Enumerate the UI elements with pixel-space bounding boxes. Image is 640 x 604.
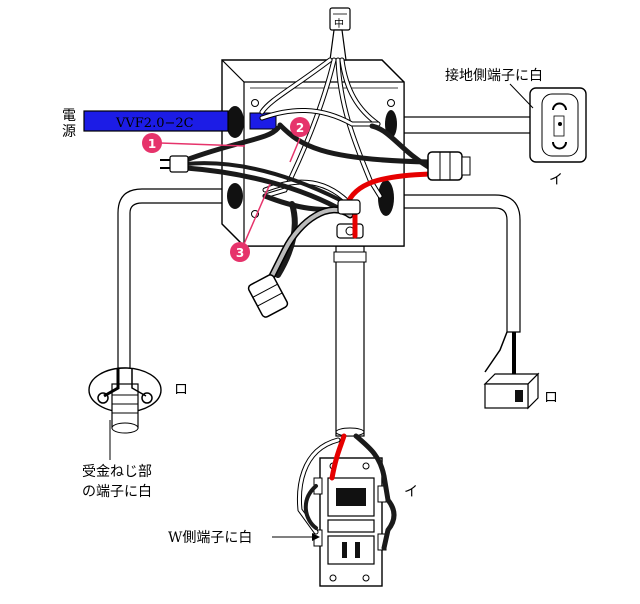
wire-connector-right bbox=[427, 151, 471, 181]
power-cable-sheath bbox=[83, 110, 229, 132]
pilot-mark: ロ bbox=[544, 390, 558, 406]
w-terminal-arrowhead bbox=[312, 533, 320, 541]
wire-connector-left bbox=[247, 274, 289, 318]
grounded-outlet bbox=[529, 87, 587, 163]
pipe-to-pilot bbox=[396, 194, 521, 333]
top-conduit: 中 bbox=[329, 7, 351, 61]
w-terminal-label: W側端子に白 bbox=[168, 530, 252, 546]
outlet-mark: イ bbox=[549, 172, 563, 188]
knockout-left-upper bbox=[226, 106, 244, 138]
power-cable: VVF2.0−2C 電 源 bbox=[62, 108, 277, 140]
wires-black bbox=[183, 122, 433, 278]
marker-2-circle bbox=[290, 117, 310, 137]
knockout-left-lower bbox=[227, 183, 243, 209]
ground-terminal-arrow bbox=[509, 83, 534, 109]
marker-3-number: 3 bbox=[236, 246, 244, 260]
crimp-sleeve-center bbox=[337, 199, 361, 215]
crimp-sleeve bbox=[160, 155, 189, 173]
top-conduit-label: 中 bbox=[334, 17, 344, 30]
marker-1-number: 1 bbox=[148, 137, 156, 151]
lamp-mark: ロ bbox=[174, 382, 188, 398]
marker-1: 1 bbox=[142, 133, 246, 153]
marker-1-circle bbox=[142, 133, 162, 153]
cable-type-label: VVF2.0−2C bbox=[115, 116, 194, 131]
switch-mark: イ bbox=[404, 484, 418, 500]
pipe-to-outlet bbox=[397, 116, 533, 134]
switch-plate bbox=[313, 457, 387, 587]
pilot-lamp bbox=[483, 331, 540, 410]
pipe-to-lamp bbox=[117, 188, 226, 369]
receptacle-label-line1: 受金ねじ部 bbox=[82, 464, 152, 480]
lamp-receptacle bbox=[88, 367, 162, 434]
marker-3: 3 bbox=[230, 183, 271, 262]
knockout-right-upper bbox=[385, 110, 397, 138]
ground-terminal-label: 接地側端子に白 bbox=[445, 67, 543, 84]
marker-2-number: 2 bbox=[296, 121, 304, 135]
marker-2: 2 bbox=[289, 117, 310, 163]
switch-wires bbox=[297, 433, 397, 551]
pipe-to-switch bbox=[333, 245, 367, 437]
power-label-2: 源 bbox=[62, 124, 76, 140]
knockout-right-lower bbox=[378, 180, 394, 216]
power-label-1: 電 bbox=[62, 108, 76, 124]
marker-3-circle bbox=[230, 242, 250, 262]
receptacle-label-line2: の端子に白 bbox=[82, 484, 152, 500]
